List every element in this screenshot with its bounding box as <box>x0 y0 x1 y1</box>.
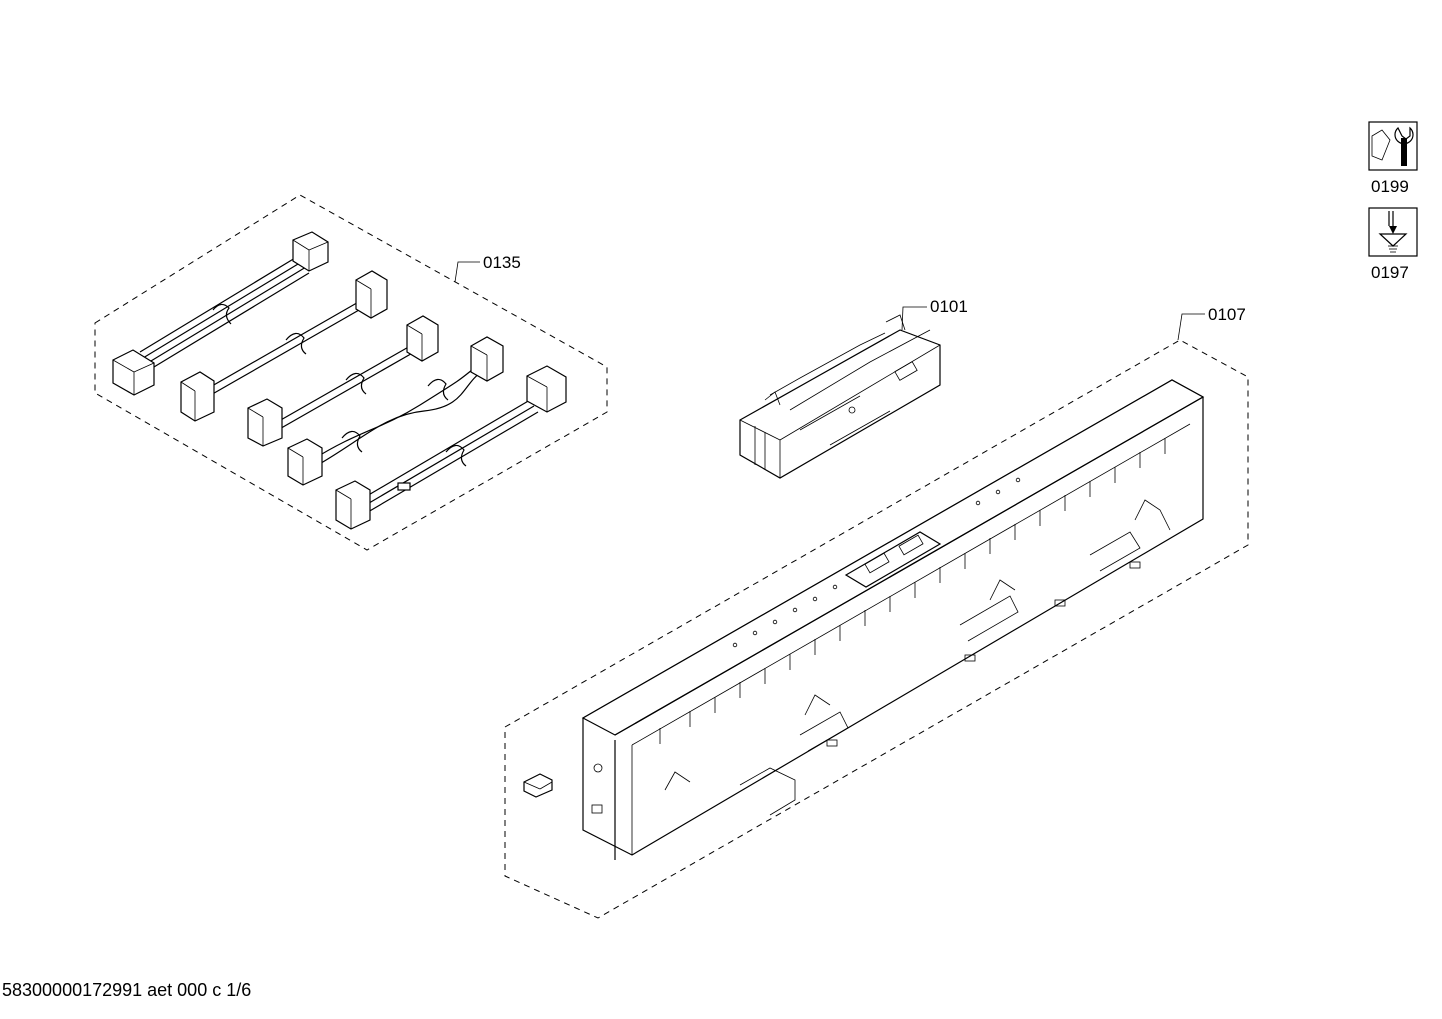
drawing-footer-id: 58300000172991 aet 000 c 1/6 <box>2 980 252 1000</box>
callout-0101: 0101 <box>930 297 968 316</box>
clip-part <box>523 773 553 798</box>
harness-group: 0135 <box>94 194 608 551</box>
harness-1 <box>112 231 329 396</box>
callout-0135: 0135 <box>483 253 521 272</box>
tool-icon-0199: 0199 <box>1368 121 1418 196</box>
harness-3 <box>247 315 439 447</box>
indicator-holes <box>732 477 1021 648</box>
harness-2 <box>180 270 388 422</box>
control-panel: 0107 <box>504 305 1249 919</box>
harness-5 <box>335 365 567 530</box>
tool-label-0199: 0199 <box>1371 177 1409 196</box>
tool-label-0197: 0197 <box>1371 263 1409 282</box>
callout-0107: 0107 <box>1208 305 1246 324</box>
screwdriver-screw-icon <box>1368 207 1418 257</box>
control-module: 0101 <box>739 297 968 479</box>
control-panel-boundary <box>504 339 1249 919</box>
wrench-nut-icon <box>1368 121 1418 171</box>
harness-group-boundary <box>94 194 608 551</box>
harness-4 <box>287 336 504 486</box>
tool-icon-0197: 0197 <box>1368 207 1418 282</box>
fascia-ribs <box>659 438 1166 744</box>
display-window <box>844 531 942 588</box>
